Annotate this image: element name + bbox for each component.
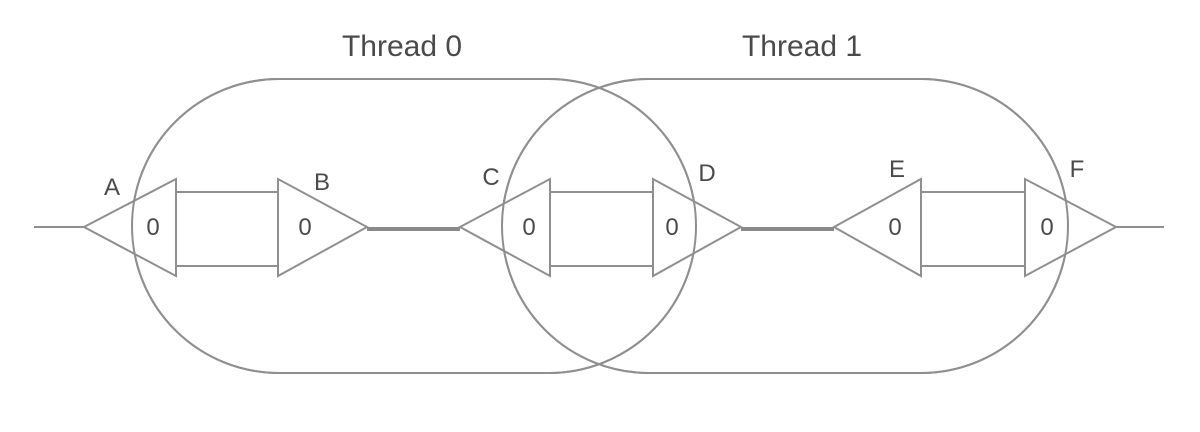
- node-a-value: 0: [146, 214, 159, 241]
- thread-0-title: Thread 0: [342, 30, 462, 63]
- node-d-label: D: [698, 160, 715, 187]
- node-c-value: 0: [522, 214, 535, 241]
- node-b-triangle: [277, 177, 370, 278]
- node-e-triangle: [831, 177, 922, 278]
- thread-0-boundary-overlay: [131, 78, 697, 374]
- node-d-triangle: [652, 177, 744, 278]
- node-f-value: 0: [1040, 214, 1053, 241]
- node-a-triangle: [81, 177, 177, 278]
- thread-1-title: Thread 1: [742, 30, 862, 63]
- node-a-label: A: [104, 174, 120, 201]
- node-b-value: 0: [298, 214, 311, 241]
- node-e-label: E: [889, 156, 905, 183]
- node-e-value: 0: [888, 214, 901, 241]
- thread-0-boundary: [131, 78, 697, 374]
- thread-1-boundary-overlay: [501, 78, 1069, 374]
- node-d-value: 0: [665, 214, 678, 241]
- node-f-label: F: [1070, 156, 1085, 183]
- thread-1-boundary: [501, 78, 1069, 374]
- node-c-label: C: [482, 164, 499, 191]
- node-f-triangle: [1024, 177, 1119, 278]
- node-b-label: B: [314, 169, 330, 196]
